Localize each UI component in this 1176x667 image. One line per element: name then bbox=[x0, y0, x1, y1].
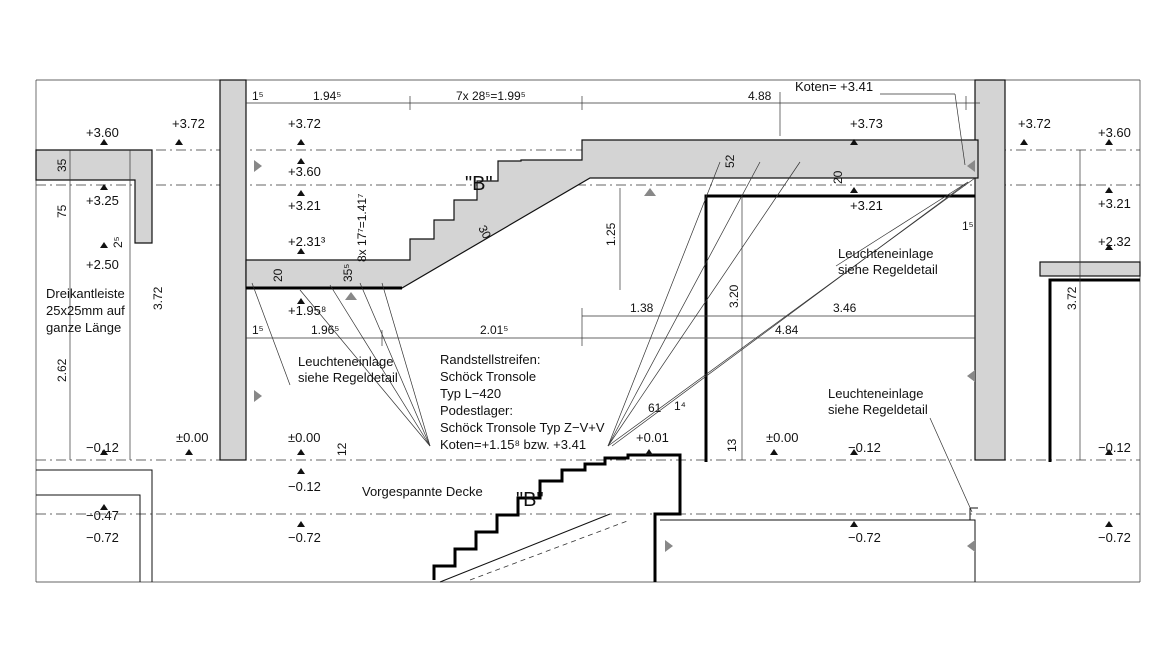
level-3-72-b: +3.72 bbox=[288, 116, 321, 131]
randstellstreifen-line3: Typ L−420 bbox=[440, 386, 501, 401]
dim-rise: 8x 17⁷=1.41⁷ bbox=[355, 194, 369, 262]
dim-35-5: 35⁵ bbox=[341, 264, 355, 282]
level-3-60-left: +3.60 bbox=[86, 125, 119, 140]
level-2-32-right: +2.32 bbox=[1098, 234, 1131, 249]
dreikantleiste-line2: 25x25mm auf bbox=[46, 303, 125, 318]
dim-61: 61 bbox=[648, 401, 662, 415]
dim-20-a: 20 bbox=[271, 268, 285, 282]
level-m0-12-right: −0.12 bbox=[1098, 440, 1131, 455]
leader-lines bbox=[251, 93, 976, 513]
dim-12: 12 bbox=[335, 442, 349, 456]
randstellstreifen-line6: Koten=+1.15⁸ bzw. +3.41 bbox=[440, 437, 586, 452]
stair-b-lower-label: "B" bbox=[516, 489, 544, 511]
leuchteneinlage-left-line1: Leuchteneinlage bbox=[298, 354, 393, 369]
dim-3-72-left: 3.72 bbox=[151, 286, 165, 310]
right-wall bbox=[974, 79, 1006, 461]
level-2-31-3: +2.31³ bbox=[288, 234, 326, 249]
stair-b-upper-label: "B" bbox=[465, 173, 493, 195]
left-wall bbox=[219, 79, 247, 461]
dim-1-25: 1.25 bbox=[604, 222, 618, 246]
level-3-21-right: +3.21 bbox=[1098, 196, 1131, 211]
randstellstreifen-line4: Podestlager: bbox=[440, 403, 513, 418]
level-m0-12-left: −0.12 bbox=[86, 440, 119, 455]
level-1-95-8: +1.95⁸ bbox=[288, 303, 326, 318]
dim-1-96-5: 1.96⁵ bbox=[311, 323, 339, 337]
dreikantleiste-line1: Dreikantleiste bbox=[46, 286, 125, 301]
dim-2-5: 2⁵ bbox=[111, 236, 125, 248]
randstellstreifen-line2: Schöck Tronsole bbox=[440, 369, 536, 384]
dim-3-20: 3.20 bbox=[727, 284, 741, 308]
dim-3-46: 3.46 bbox=[833, 301, 857, 315]
section-arrows bbox=[254, 160, 975, 552]
level-m0-72-a: −0.72 bbox=[288, 530, 321, 545]
concrete-structure bbox=[35, 79, 1141, 461]
koten-top-label: Koten= +3.41 bbox=[795, 79, 873, 94]
dim-52: 52 bbox=[723, 154, 737, 168]
dim-20-b: 20 bbox=[831, 170, 845, 184]
level-0-00-a: ±0.00 bbox=[176, 430, 208, 445]
dim-1-5-right: 1⁵ bbox=[962, 219, 974, 233]
level-3-72-a: +3.72 bbox=[172, 116, 205, 131]
level-m0-72-b: −0.72 bbox=[848, 530, 881, 545]
dim-stairs-run: 7x 28⁵=1.99⁵ bbox=[456, 89, 526, 103]
dim-35: 35 bbox=[55, 158, 69, 172]
dim-1-38: 1.38 bbox=[630, 301, 654, 315]
level-0-00-c: ±0.00 bbox=[766, 430, 798, 445]
level-0-01: +0.01 bbox=[636, 430, 669, 445]
level-0-00-b: ±0.00 bbox=[288, 430, 320, 445]
dimension-lines bbox=[69, 92, 1081, 460]
heavy-outlines bbox=[36, 194, 1140, 583]
left-slab bbox=[35, 149, 153, 244]
level-3-25: +3.25 bbox=[86, 193, 119, 208]
leuchteneinlage-left-line2: siehe Regeldetail bbox=[298, 370, 398, 385]
dim-30: 30 bbox=[475, 223, 494, 242]
stair-flight-upper bbox=[245, 139, 979, 289]
level-m0-47: −0.47 bbox=[86, 508, 119, 523]
level-m0-72-right: −0.72 bbox=[1098, 530, 1131, 545]
dim-1-4: 1⁴ bbox=[674, 399, 686, 413]
dim-1-94-5: 1.94⁵ bbox=[313, 89, 341, 103]
dim-4-84: 4.84 bbox=[775, 323, 799, 337]
dimension-texts: 1⁵ 1.94⁵ 7x 28⁵=1.99⁵ 4.88 1.25 1.38 3.2… bbox=[55, 89, 1079, 456]
dim-1-5-top: 1⁵ bbox=[252, 89, 264, 103]
level-m0-12-c: −0.12 bbox=[848, 440, 881, 455]
dim-13: 13 bbox=[725, 438, 739, 452]
level-3-60-b: +3.60 bbox=[288, 164, 321, 179]
leuchteneinlage-low-line2: siehe Regeldetail bbox=[828, 402, 928, 417]
level-marks bbox=[100, 139, 1113, 527]
level-m0-72-c: −0.72 bbox=[86, 530, 119, 545]
level-3-21-a: +3.21 bbox=[288, 198, 321, 213]
leuchteneinlage-low-line1: Leuchteneinlage bbox=[828, 386, 923, 401]
dim-4-88: 4.88 bbox=[748, 89, 772, 103]
dim-2-01-5: 2.01⁵ bbox=[480, 323, 508, 337]
dim-75: 75 bbox=[55, 204, 69, 218]
leuchteneinlage-right-line2: siehe Regeldetail bbox=[838, 262, 938, 277]
right-landing-slab bbox=[1039, 261, 1141, 277]
randstellstreifen-line1: Randstellstreifen: bbox=[440, 352, 540, 367]
randstellstreifen-line5: Schöck Tronsole Typ Z−V+V bbox=[440, 420, 605, 435]
leuchteneinlage-right-line1: Leuchteneinlage bbox=[838, 246, 933, 261]
dim-2-62: 2.62 bbox=[55, 358, 69, 382]
level-3-60-right: +3.60 bbox=[1098, 125, 1131, 140]
dim-1-5-mid: 1⁵ bbox=[252, 323, 264, 337]
level-2-50: +2.50 bbox=[86, 257, 119, 272]
vorgespannte-decke-label: Vorgespannte Decke bbox=[362, 484, 483, 499]
annotation-labels: Koten= +3.41 "B" "B" Leuchteneinlage sie… bbox=[46, 79, 938, 511]
level-texts: +3.60 +3.25 +2.50 +3.72 +3.72 +3.60 +3.2… bbox=[86, 116, 1131, 545]
level-3-72-right: +3.72 bbox=[1018, 116, 1051, 131]
dreikantleiste-line3: ganze Länge bbox=[46, 320, 121, 335]
dim-3-72-right: 3.72 bbox=[1065, 286, 1079, 310]
level-3-73: +3.73 bbox=[850, 116, 883, 131]
level-m0-12-b: −0.12 bbox=[288, 479, 321, 494]
level-3-21-b: +3.21 bbox=[850, 198, 883, 213]
